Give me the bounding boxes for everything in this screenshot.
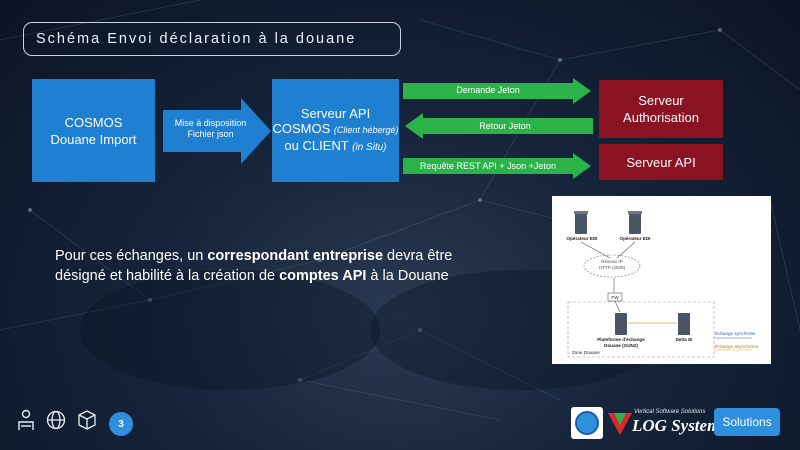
net-label-2: HTTP (x509)	[598, 265, 626, 270]
mise-label: Mise à disposition Fichier json	[163, 118, 258, 140]
async-label: Échange asynchrone	[715, 344, 759, 349]
fw-label: FW	[611, 295, 619, 300]
sync-label: Échange synchrone	[715, 331, 756, 336]
logsystem-mark-icon	[608, 413, 632, 435]
demande-jeton-arrow	[403, 78, 591, 104]
mise-label-line1: Mise à disposition	[174, 118, 247, 128]
serveur-api-box: Serveur API	[599, 144, 723, 180]
logo-circle-icon	[575, 411, 599, 435]
server-icon	[574, 211, 690, 335]
logo-name: LOG System	[632, 416, 721, 435]
serveur-api-client: ou CLIENT	[284, 138, 353, 153]
mise-arrow	[163, 98, 271, 164]
plat-label-1: Plateforme d'échange	[597, 337, 645, 342]
body-p1: Pour ces échanges, un	[55, 248, 208, 264]
delta-label: Delta IE	[675, 337, 693, 342]
retour-jeton-label: Retour Jeton	[479, 121, 531, 131]
demande-jeton-label: Demande Jeton	[456, 85, 520, 95]
body-p3: à la Douane	[366, 268, 449, 284]
serveur-api-client-hebergé: (Client hébergé)	[333, 125, 399, 135]
serveur-api-in-situ: (in Situ)	[352, 142, 387, 153]
box-icon	[78, 410, 96, 430]
serveur-api-line1: Serveur API	[300, 106, 371, 121]
body-b2: comptes API	[279, 268, 367, 284]
slide-title: Schéma Envoi déclaration à la douane	[23, 22, 401, 56]
serveur-api-cosmos-box: Serveur API COSMOS (Client hébergé) ou C…	[272, 79, 399, 182]
body-paragraph: Pour ces échanges, un correspondant entr…	[55, 246, 485, 286]
network-diagram: Opérateur EDI Opérateur EDI Réseau IP HT…	[552, 196, 771, 364]
cosmos-box: COSMOS Douane Import	[32, 79, 155, 182]
serveur-api-line2: COSMOS (Client hébergé)	[273, 121, 399, 138]
cosmos-line2: Douane Import	[50, 131, 137, 147]
auth-line2: Authorisation	[623, 110, 699, 125]
op2-label: Opérateur EDI	[619, 236, 651, 241]
serveur-api-line3: ou CLIENT (in Situ)	[284, 138, 386, 155]
requete-arrow	[403, 153, 591, 179]
zone-label: Zone Douane	[572, 350, 600, 355]
cosmos-line1: COSMOS	[64, 114, 123, 130]
requete-label: Requête REST API + Json +Jeton	[420, 161, 556, 171]
mise-label-line2: Fichier json	[187, 129, 234, 139]
serveur-api-cosmos: COSMOS	[272, 121, 334, 136]
body-p2: devra être désigné et habilité à la créa…	[55, 248, 453, 284]
retour-jeton-arrow	[405, 113, 593, 139]
serveur-authorisation-box: Serveur Authorisation	[599, 80, 723, 138]
logo-badge	[571, 407, 603, 439]
api-line1: Serveur API	[626, 154, 696, 170]
person-icon	[18, 409, 34, 430]
globe-icon	[46, 410, 66, 430]
plat-label-2: Douane (GUN2)	[604, 343, 638, 348]
diagram-drawing	[567, 211, 752, 358]
auth-line1: Serveur	[638, 93, 684, 108]
net-label-1: Réseau IP	[601, 259, 623, 264]
logo-tagline: Vertical Software Solutions	[634, 409, 706, 415]
body-b1: correspondant entreprise	[207, 248, 384, 264]
op1-label: Opérateur EDI	[566, 236, 598, 241]
page-number: 3	[109, 412, 133, 436]
solutions-badge: Solutions	[714, 408, 780, 436]
